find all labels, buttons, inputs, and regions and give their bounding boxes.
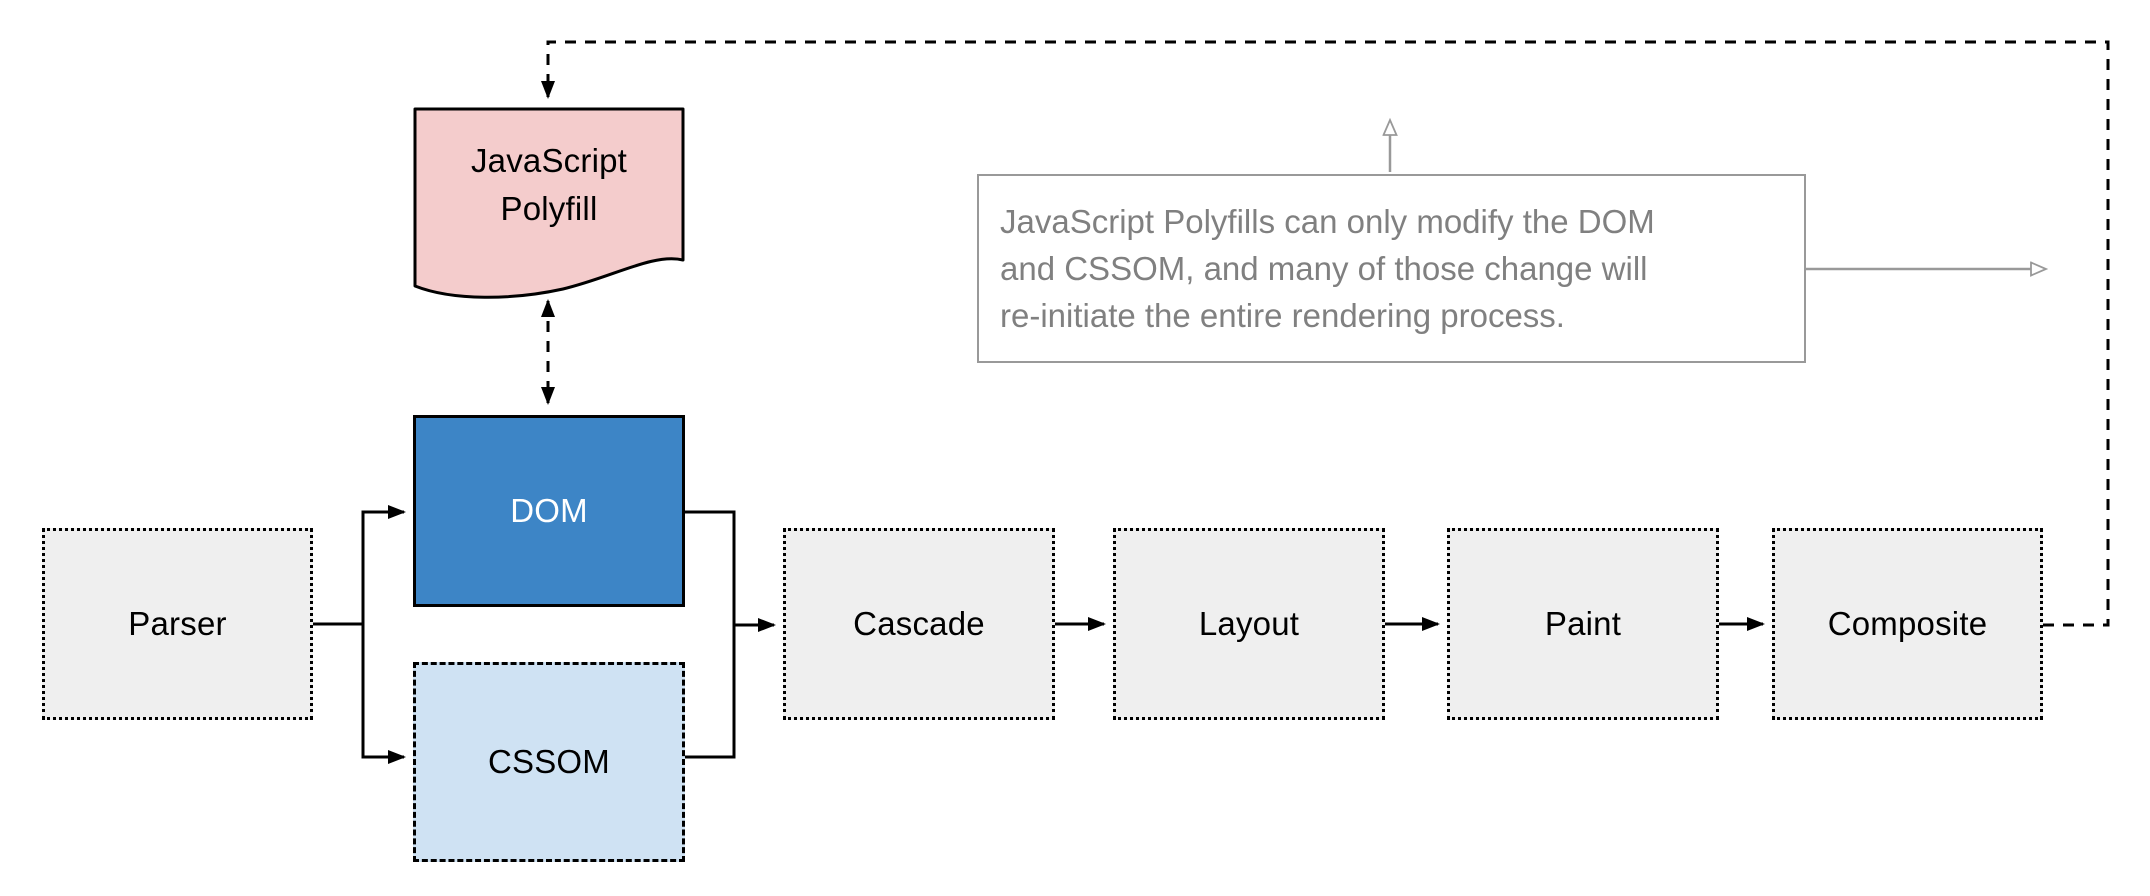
polyfill-label-line2: Polyfill [500, 190, 598, 227]
edge-composite-feedback-loop [541, 40, 2110, 627]
cssom-label: CSSOM [487, 743, 610, 780]
annotation-line1: JavaScript Polyfills can only modify the… [1000, 203, 1655, 240]
document-shape [413, 107, 685, 299]
polyfill-label-line1: JavaScript [470, 142, 628, 179]
composite-label: Composite [1827, 605, 1988, 642]
node-dom: DOM [413, 415, 685, 607]
node-cssom: CSSOM [413, 662, 685, 862]
polyfill-label: JavaScript Polyfill [413, 137, 685, 233]
node-parser: Parser [42, 528, 313, 720]
dom-label: DOM [510, 492, 588, 529]
annotation-line3: re-initiate the entire rendering process… [1000, 297, 1565, 334]
layout-label: Layout [1198, 605, 1300, 642]
annotation-callout: JavaScript Polyfills can only modify the… [977, 174, 1806, 363]
node-paint: Paint [1447, 528, 1719, 720]
node-cascade: Cascade [783, 528, 1055, 720]
annotation-line2: and CSSOM, and many of those change will [1000, 250, 1648, 287]
node-composite: Composite [1772, 528, 2043, 720]
paint-label: Paint [1544, 605, 1622, 642]
parser-label: Parser [128, 605, 227, 642]
node-javascript-polyfill: JavaScript Polyfill [413, 107, 685, 307]
node-layout: Layout [1113, 528, 1385, 720]
cascade-label: Cascade [853, 605, 985, 642]
